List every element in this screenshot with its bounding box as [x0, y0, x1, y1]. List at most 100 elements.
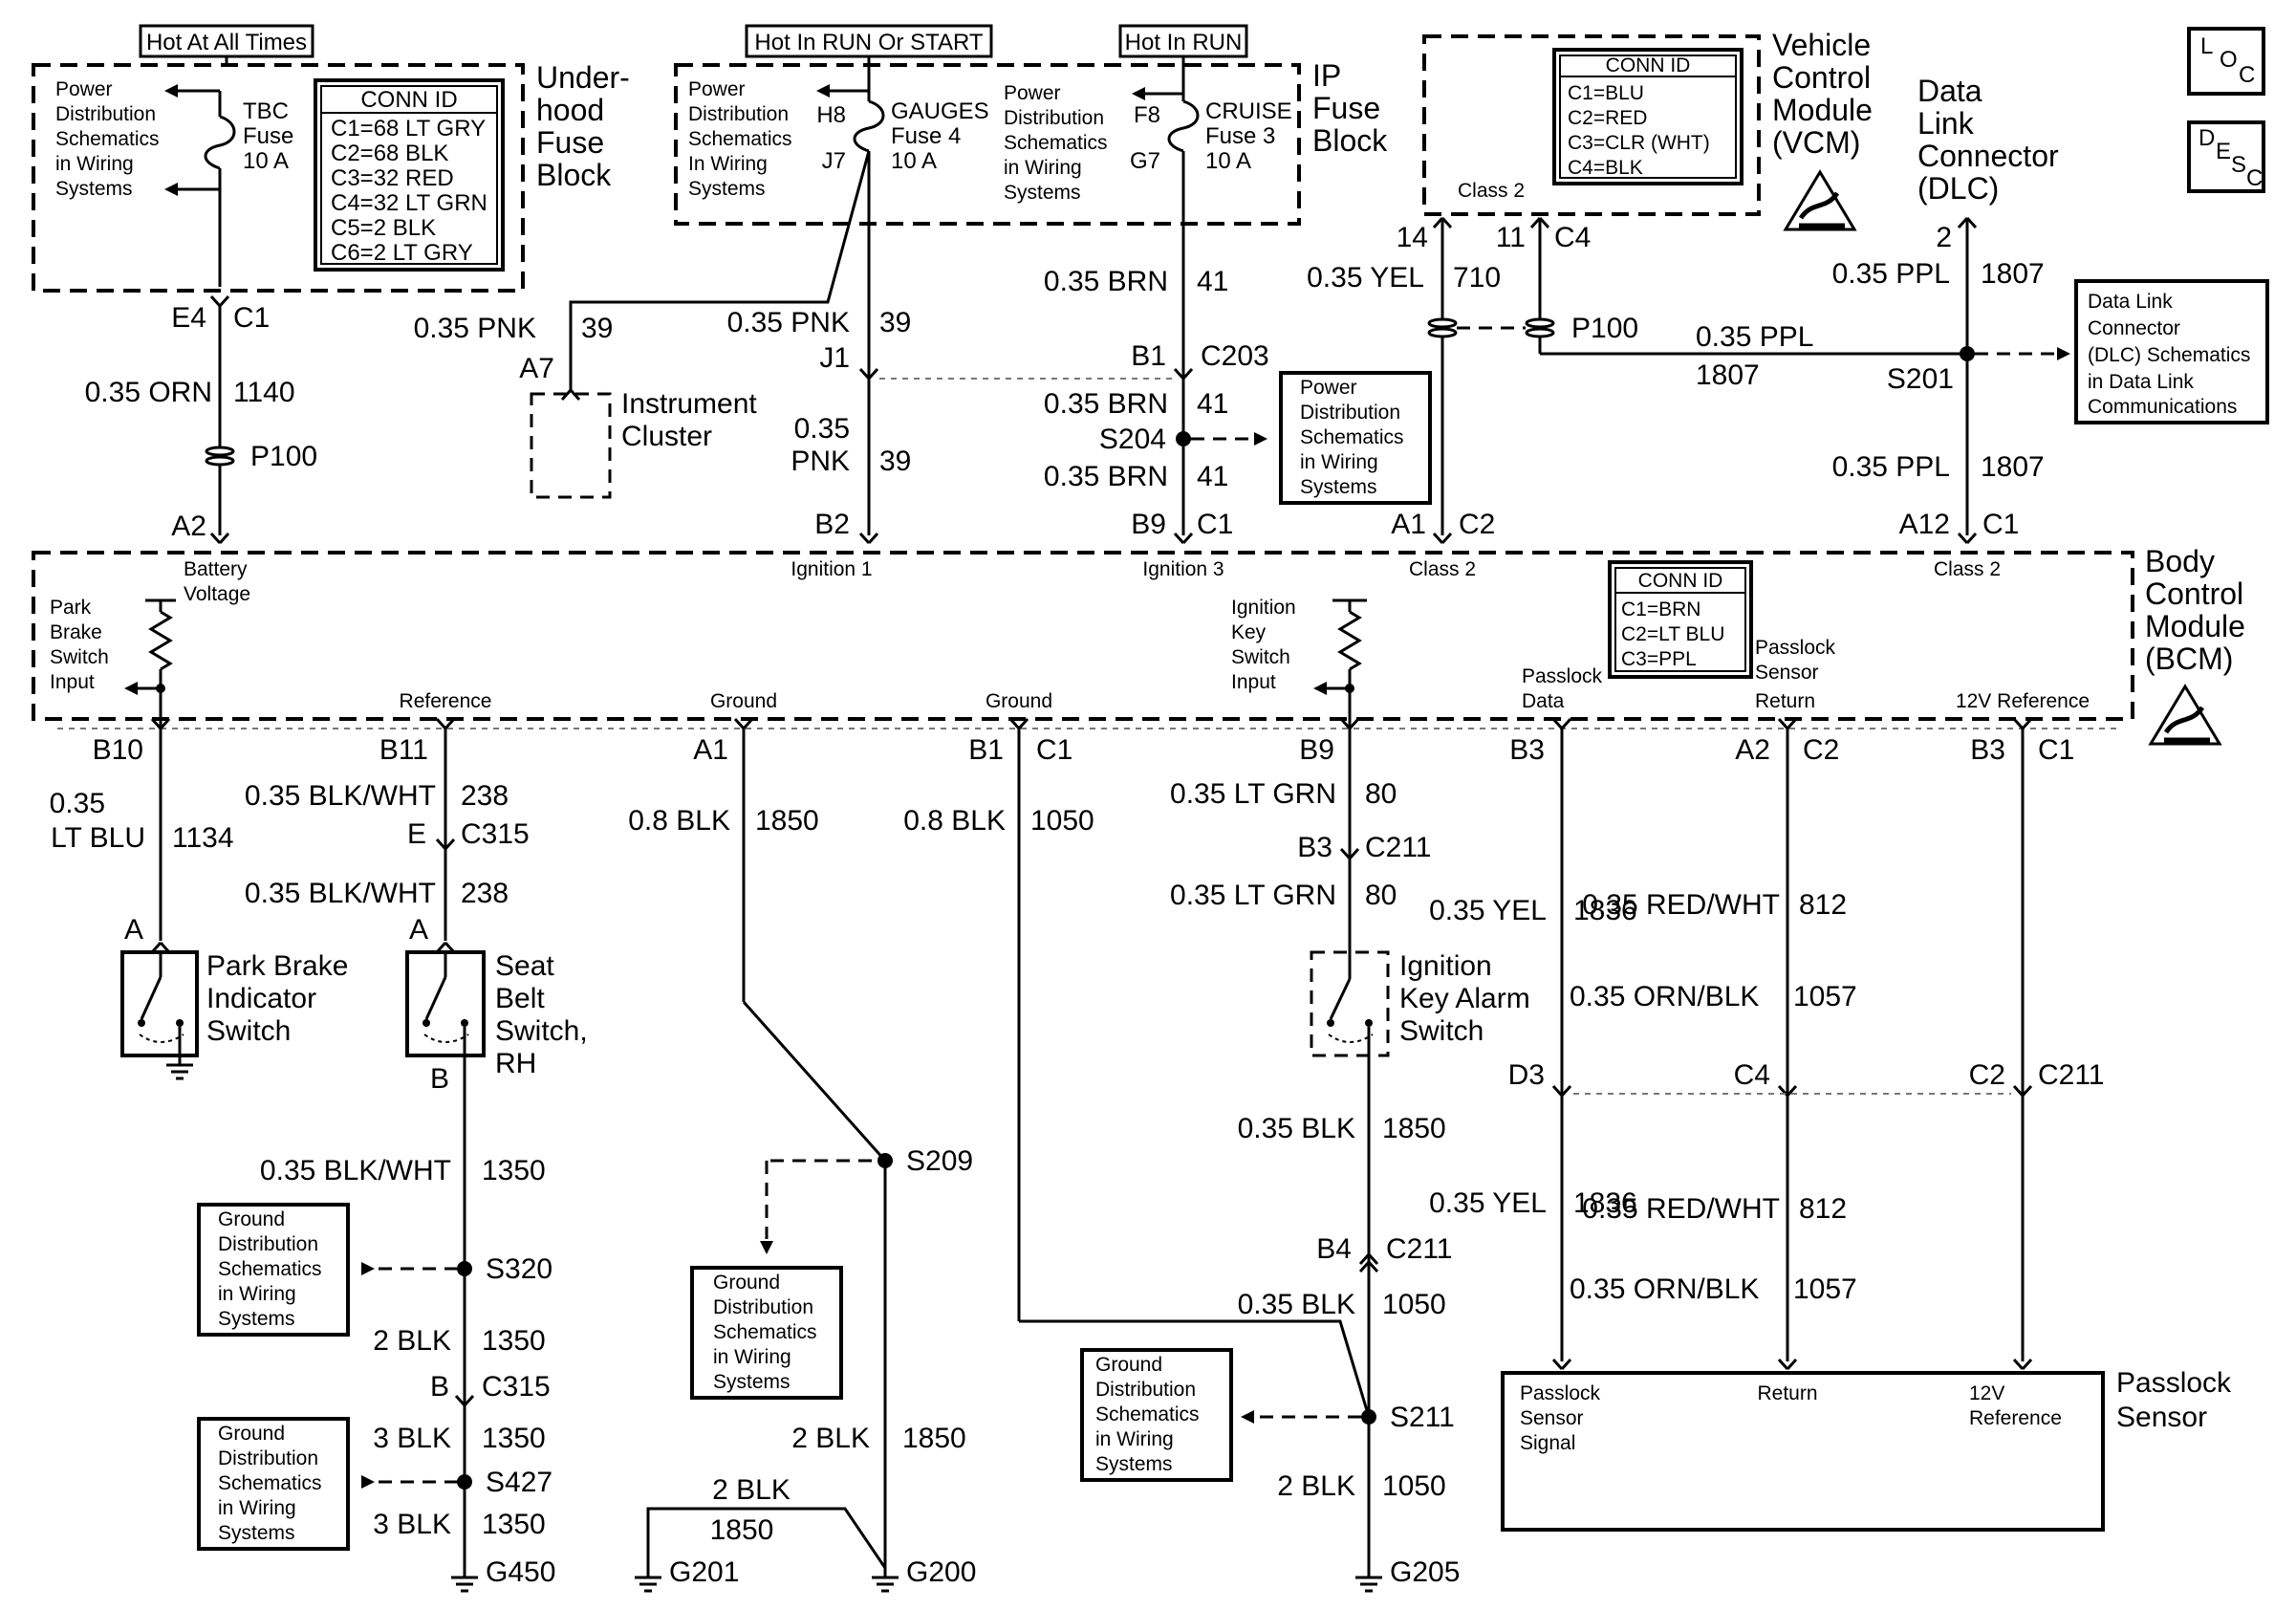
power-dist-ref-underhood[interactable]: Power Distribution Schematics in Wiring …	[55, 78, 160, 200]
svg-text:in Wiring: in Wiring	[713, 1346, 791, 1368]
wire-1850-d-size: 2 BLK	[712, 1474, 791, 1506]
pin-c2-a1: C2	[1459, 509, 1495, 540]
hot-at-all-times-label: Hot At All Times	[146, 30, 307, 55]
svg-text:C4=BLK: C4=BLK	[1568, 157, 1643, 179]
svg-text:(VCM): (VCM)	[1772, 125, 1860, 160]
pin-a12: A12	[1899, 509, 1950, 540]
svg-text:Passlock: Passlock	[1520, 1382, 1601, 1404]
p100-right-label: P100	[1571, 313, 1638, 344]
svg-text:C2=LT BLU: C2=LT BLU	[1621, 623, 1724, 645]
svg-text:Schematics: Schematics	[1095, 1403, 1200, 1425]
park-brake-switch[interactable]	[120, 950, 199, 1057]
pin-a7: A7	[519, 353, 554, 384]
svg-text:Signal: Signal	[1520, 1432, 1575, 1454]
wire-1350-c-num: 1350	[482, 1423, 546, 1454]
conn-id-bcm: CONN ID C1=BRN C2=LT BLU C3=PPL	[1608, 560, 1753, 679]
power-dist-ref-ip1[interactable]: Power Distribution Schematics In Wiring …	[688, 78, 792, 200]
svg-text:10 A: 10 A	[891, 148, 937, 174]
bcm-outline	[32, 551, 2134, 721]
ground-symbol-icon	[870, 1566, 900, 1593]
svg-text:Schematics: Schematics	[218, 1472, 322, 1494]
pin-a2-c2: A2	[1735, 734, 1770, 766]
wire-1807-b-num: 1807	[1981, 258, 2045, 290]
svg-text:C2=RED: C2=RED	[1568, 107, 1647, 129]
pin-b2: B2	[814, 509, 850, 540]
power-dist-ref-s204[interactable]: Power Distribution Schematics in Wiring …	[1279, 371, 1432, 505]
splice-s201-dot	[1960, 346, 1975, 361]
svg-text:Input: Input	[1231, 671, 1276, 693]
svg-text:Power: Power	[688, 78, 746, 100]
svg-text:CONN ID: CONN ID	[1638, 570, 1723, 592]
wire-710-num: 710	[1453, 262, 1501, 294]
wire-39-c-size-1: 0.35	[794, 413, 850, 445]
p100-left-label: P100	[250, 441, 317, 472]
wire-1350-d-num: 1350	[482, 1509, 546, 1540]
svg-text:Cluster: Cluster	[621, 421, 712, 452]
wire-1350-c-size: 3 BLK	[373, 1423, 451, 1454]
svg-text:Power: Power	[1300, 377, 1357, 399]
svg-text:Schematics: Schematics	[55, 128, 160, 150]
pin-c4-passlock: C4	[1734, 1059, 1770, 1091]
wire-1350-b-num: 1350	[482, 1325, 546, 1357]
seat-belt-switch[interactable]	[405, 950, 486, 1057]
pin-b3-passlock: B3	[1509, 734, 1545, 766]
pin-a2: A2	[171, 511, 206, 542]
svg-text:Systems: Systems	[713, 1371, 791, 1393]
wire-1050-b-num: 1050	[1382, 1289, 1446, 1320]
description-icon[interactable]: D E S C	[2187, 120, 2265, 193]
dlc-schematics-ref[interactable]: Data Link Connector (DLC) Schematics in …	[2074, 279, 2269, 424]
svg-text:Connector: Connector	[2088, 317, 2180, 339]
svg-text:Control: Control	[2145, 577, 2243, 611]
wire-238-a-size: 0.35 BLK/WHT	[245, 780, 436, 812]
svg-text:Fuse: Fuse	[243, 123, 293, 149]
svg-text:Key: Key	[1231, 621, 1267, 643]
svg-text:Systems: Systems	[688, 178, 766, 200]
pin-a1-ground: A1	[693, 734, 728, 766]
splice-s204: S204	[1099, 424, 1166, 455]
connector-c315-bottom: C315	[482, 1371, 551, 1403]
bcm-label: Body	[2145, 544, 2215, 578]
svg-text:Distribution: Distribution	[1004, 107, 1104, 129]
wire-41-a-num: 41	[1197, 266, 1228, 297]
power-dist-ref-ip2[interactable]: Power Distribution Schematics in Wiring …	[1004, 82, 1108, 204]
instrument-cluster-box[interactable]	[530, 392, 612, 499]
wire-1836-a-size: 0.35 YEL	[1429, 895, 1547, 926]
ignition-key-alarm-switch[interactable]	[1310, 950, 1390, 1057]
svg-text:Power: Power	[55, 78, 113, 100]
pin-c1-underhood: C1	[233, 302, 270, 334]
connector-c211-b3: C211	[1365, 832, 1432, 863]
ground-dist-ref-s211[interactable]: Ground Distribution Schematics in Wiring…	[1080, 1348, 1233, 1482]
ref-12v-label: 12V Reference	[1956, 690, 2090, 712]
ground-dist-ref-s209[interactable]: Ground Distribution Schematics in Wiring…	[690, 1266, 843, 1400]
wire-41-b-size: 0.35 BRN	[1044, 388, 1168, 420]
pin-b9-c1: B9	[1131, 509, 1166, 540]
svg-text:C4=32 LT GRN: C4=32 LT GRN	[331, 190, 487, 216]
pin-b3-c211: B3	[1297, 832, 1332, 863]
ground-dist-ref-s320[interactable]: Ground Distribution Schematics in Wiring…	[197, 1203, 350, 1337]
wire-80-a-size: 0.35 LT GRN	[1170, 778, 1336, 810]
ground-dist-ref-s427[interactable]: Ground Distribution Schematics in Wiring…	[197, 1417, 350, 1551]
svg-text:Sensor: Sensor	[1520, 1407, 1584, 1429]
pin-c4: C4	[1554, 222, 1591, 253]
svg-text:(DLC): (DLC)	[1917, 171, 1999, 206]
pin-f8: F8	[1134, 102, 1160, 128]
wire-41-c-size: 0.35 BRN	[1044, 461, 1168, 492]
svg-text:Return: Return	[1757, 1382, 1817, 1404]
ignition-key-input-label: Ignition	[1231, 597, 1296, 619]
svg-text:Connector: Connector	[1917, 139, 2059, 173]
location-icon[interactable]: L O C	[2187, 27, 2265, 96]
wire-1850-a-size: 0.8 BLK	[628, 805, 730, 837]
pin-b-c315: B	[430, 1371, 449, 1403]
passlock-sensor[interactable]: Passlock Sensor Signal Return 12V Refere…	[1501, 1371, 2105, 1532]
svg-text:Module: Module	[1772, 93, 1873, 127]
pin-c1-ground: C1	[1036, 734, 1072, 766]
wire-812-a-size: 0.35 RED/WHT	[1582, 889, 1780, 921]
svg-text:CONN ID: CONN ID	[1606, 54, 1691, 76]
battery-voltage-label: Battery	[184, 558, 248, 580]
wire-1050-a-num: 1050	[1030, 805, 1094, 837]
wire-1350-d-size: 3 BLK	[373, 1509, 451, 1540]
wire-1057-a-size: 0.35 ORN/BLK	[1570, 981, 1759, 1012]
wire-1050-b-size: 0.35 BLK	[1238, 1289, 1355, 1320]
svg-text:S: S	[2231, 152, 2246, 178]
svg-text:C1=BLU: C1=BLU	[1568, 82, 1644, 104]
